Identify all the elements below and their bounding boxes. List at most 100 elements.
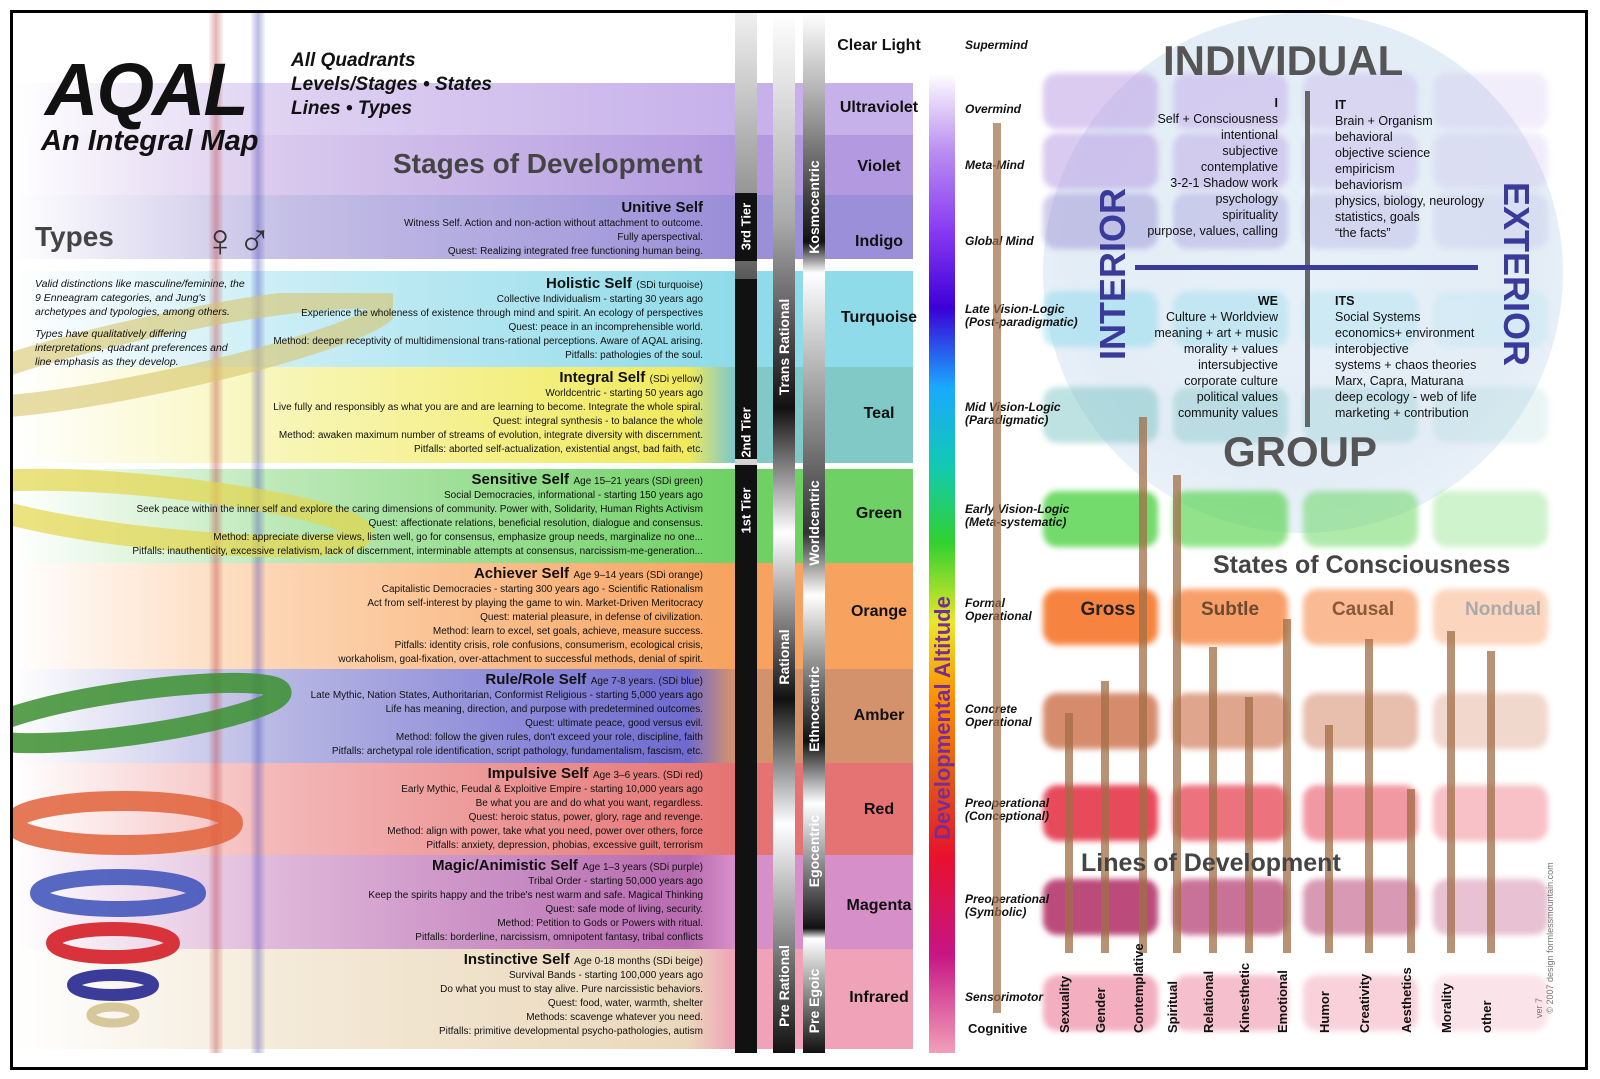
quad-individual: INDIVIDUAL [1163, 37, 1404, 84]
state-block [1433, 73, 1548, 129]
types-text-2: Types have qualitatively differing inter… [35, 328, 228, 368]
development-line-label: Spiritual [1165, 980, 1180, 1033]
stage-heading: Sensitive Self Age 15–21 years (SDi gree… [13, 471, 703, 489]
cognitive-stage-line: Concrete [965, 702, 1018, 716]
cognitive-stage-line: (Paradigmatic) [965, 413, 1049, 427]
stage-5: Rule/Role Self Age 7-8 years. (SDi blue)… [13, 671, 703, 759]
quad-line: meaning + art + music [1154, 326, 1278, 340]
state-block [1303, 73, 1418, 129]
quad-line: Marx, Capra, Maturana [1335, 374, 1464, 388]
color-label: Magenta [846, 897, 912, 914]
rational-column [773, 13, 795, 1053]
tier-3-block [735, 193, 757, 261]
components-line-2: Levels/Stages • States [291, 74, 492, 95]
state-block [1173, 73, 1288, 129]
cognitive-stage: Late Vision-Logic(Post-paradigmatic) [965, 303, 1078, 329]
quad-line: Social Systems [1335, 310, 1421, 324]
quad-line: “the facts” [1335, 226, 1391, 240]
state-block [1433, 133, 1548, 189]
cognitive-stage: Preoperational(Symbolic) [965, 893, 1049, 919]
cognitive-stage: Sensorimotor [965, 991, 1043, 1004]
state-block [1433, 291, 1548, 347]
state-block [1043, 879, 1158, 935]
quad-line: economics+ environment [1335, 326, 1475, 340]
cognitive-stage-line: Supermind [965, 38, 1028, 52]
stage-line: Quest: safe mode of living, security. [545, 904, 703, 915]
quad-line: statistics, goals [1335, 210, 1420, 224]
state-block [1433, 975, 1548, 1031]
stage-note: Age 0-18 months (SDi beige) [574, 956, 703, 967]
quad-line: interobjective [1335, 342, 1409, 356]
quad-line: intentional [1221, 128, 1278, 142]
cognitive-stage-line: Late Vision-Logic [965, 302, 1065, 316]
quad-line: spirituality [1222, 208, 1278, 222]
development-line-bar [1325, 725, 1333, 953]
centric-world: Worldcentric [806, 480, 822, 566]
state-block [1173, 975, 1288, 1031]
tier-label-2: 2nd Tier [738, 407, 754, 458]
state-subtle: Subtle [1200, 599, 1260, 620]
stage-line: Pitfalls: aborted self-actualization, ex… [413, 444, 703, 455]
color-label: Orange [850, 603, 907, 620]
stage-line: Capitalistic Democracies - starting 300 … [381, 584, 703, 595]
stage-note: Age 9–14 years (SDi orange) [573, 570, 703, 581]
lines-heading: Lines of Development [1081, 849, 1341, 877]
development-line-bar [1365, 639, 1373, 953]
quad-line: community values [1177, 406, 1278, 420]
centric-ethno: Ethnocentric [806, 666, 822, 752]
state-block [1043, 975, 1158, 1031]
state-block [1173, 491, 1288, 547]
development-line-bar [1139, 417, 1147, 953]
color-label: Teal [863, 405, 895, 422]
state-block [1173, 193, 1288, 249]
stage-line: Quest: affectionate relations, beneficia… [368, 518, 703, 529]
stage-0: Unitive Self Witness Self. Action and no… [13, 199, 703, 259]
stage-line: Collective Individualism - starting 30 y… [496, 294, 703, 305]
color-label: Infrared [849, 989, 909, 1006]
tier-label-1: 1st Tier [738, 487, 754, 534]
development-line-label: other [1479, 1000, 1494, 1034]
band-indigo [13, 195, 913, 259]
quad-horizontal-divider [1135, 265, 1478, 270]
development-line-bar [1101, 681, 1109, 953]
stage-line: Worldcentric - starting 50 years ago [545, 388, 703, 399]
stage-line: Method: appreciate diverse views, listen… [213, 532, 703, 543]
cognitive-line-bar [993, 123, 1001, 1013]
stage-line: Late Mythic, Nation States, Authoritaria… [310, 690, 703, 701]
stage-note: (SDi turquoise) [636, 280, 703, 291]
development-line-bar [1447, 631, 1455, 953]
quad-line: purpose, values, calling [1147, 224, 1278, 238]
development-line-bar [1173, 475, 1181, 953]
color-label: Amber [853, 707, 905, 724]
state-block [1043, 785, 1158, 841]
state-block [1303, 975, 1418, 1031]
altitude-label: Developmental Altitude [930, 596, 955, 840]
stage-line: workaholism, goal-fixation, over-attachm… [338, 654, 703, 665]
stage-line: Seek peace within the inner self and exp… [136, 504, 703, 515]
stage-heading: Magic/Animistic Self Age 1–3 years (SDi … [13, 857, 703, 875]
quad-line: subjective [1222, 144, 1278, 158]
stage-note: Age 7-8 years. (SDi blue) [590, 676, 703, 687]
quad-line: morality + values [1183, 342, 1278, 356]
quad-line: 3-2-1 Shadow work [1170, 176, 1278, 190]
stage-line: Method: awaken maximum number of streams… [278, 430, 703, 441]
stage-line: Quest: Realizing integrated free functio… [447, 246, 703, 257]
quad-line: systems + chaos theories [1335, 358, 1477, 372]
quad-I-head: I [1274, 96, 1278, 110]
state-block [1043, 589, 1158, 645]
stage-name: Sensitive Self [471, 471, 570, 488]
state-block [1043, 73, 1158, 129]
cognitive-stage: Early Vision-Logic(Meta-systematic) [965, 503, 1069, 529]
altitude-spectrum [929, 73, 955, 1053]
state-gross: Gross [1080, 599, 1136, 620]
quad-line: contemplative [1200, 160, 1278, 174]
color-label: Green [855, 505, 903, 522]
stage-line: Quest: ultimate peace, good versus evil. [525, 718, 703, 729]
stage-line: Social Democracies, informational - star… [443, 490, 703, 501]
types-description: Valid distinctions like masculine/femini… [35, 277, 245, 377]
stage-line: Survival Bands - starting 100,000 years … [509, 970, 703, 981]
stage-line: Method: learn to excel, set goals, achie… [432, 626, 703, 637]
stage-line: Method: align with power, take what you … [387, 826, 703, 837]
